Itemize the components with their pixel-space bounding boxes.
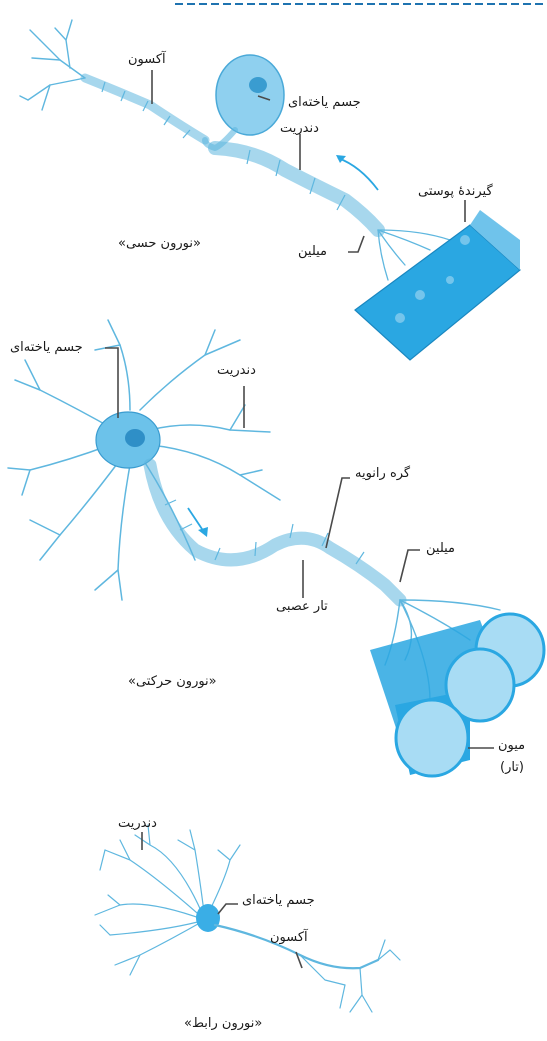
caption-sensory-neuron: «نورون حسی»: [118, 236, 201, 251]
motor-flow-arrow: [188, 508, 204, 532]
sensory-flow-arrow: [338, 158, 378, 190]
label-sensory-dendrite: دندریت: [280, 121, 319, 136]
sensory-dendrite: [215, 148, 378, 230]
interneuron: [95, 825, 400, 1012]
sensory-axon-terminals: [20, 20, 85, 110]
label-motor-dendrite: دندریت: [217, 363, 256, 378]
label-motor-muscle: میون: [498, 738, 525, 753]
leader-sensory-myelin: [348, 236, 364, 252]
inter-dendrites: [95, 825, 240, 975]
caption-motor-neuron: «نورون حرکتی»: [128, 674, 217, 689]
label-inter-dendrite: دندریت: [118, 816, 157, 831]
motor-neuron: [8, 320, 544, 776]
motor-axon: [150, 465, 400, 600]
label-motor-myelin: میلین: [426, 541, 455, 556]
label-inter-axon: آکسون: [270, 930, 308, 945]
label-motor-cell-body: جسم یاخته‌ای: [10, 340, 83, 355]
label-motor-node: گره رانویه: [355, 466, 410, 481]
leader-inter-cellbody: [218, 904, 238, 914]
label-inter-cell-body: جسم یاخته‌ای: [242, 893, 315, 908]
leader-motor-node: [326, 478, 350, 548]
label-sensory-receptor: گیرندهٔ پوستی: [418, 184, 493, 199]
sensory-cell-body: [216, 55, 284, 135]
label-sensory-myelin: میلین: [298, 244, 327, 259]
motor-nucleus: [125, 429, 145, 447]
leader-motor-cellbody: [105, 348, 118, 418]
label-sensory-axon: آکسون: [128, 52, 166, 67]
leader-motor-myelin: [400, 550, 420, 582]
sensory-nucleus: [249, 77, 267, 93]
label-motor-fiber: تار عصبی: [276, 599, 328, 614]
label-sensory-cell-body: جسم یاخته‌ای: [288, 95, 361, 110]
caption-interneuron: «نورون رابط»: [184, 1016, 262, 1031]
label-motor-muscle-sub: (تار): [500, 760, 524, 775]
inter-cell-body: [196, 904, 220, 932]
